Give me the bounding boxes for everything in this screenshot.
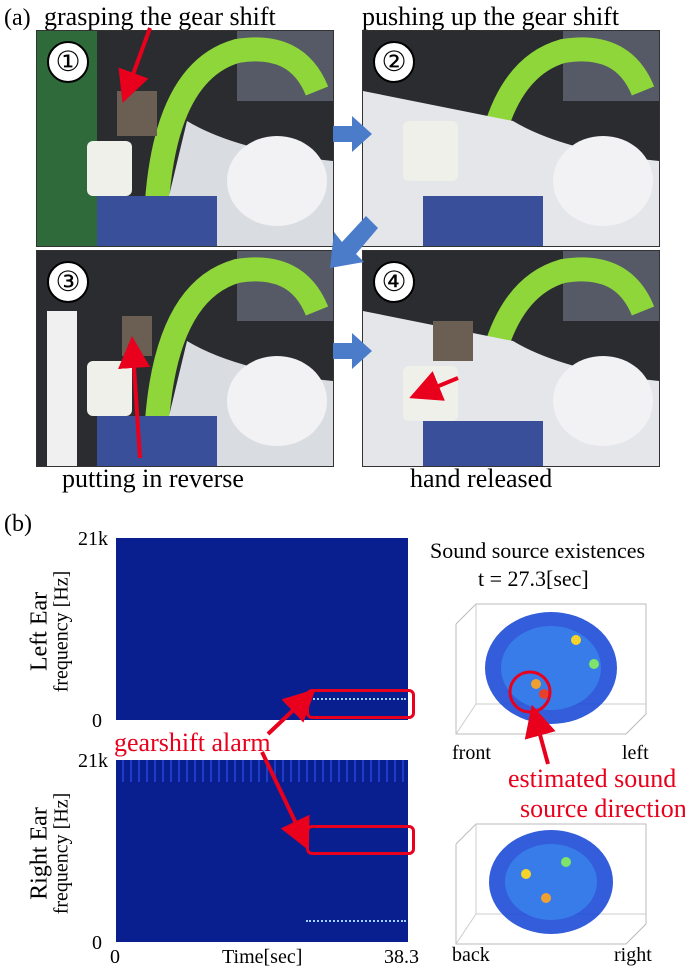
pointer-arrow-step-4	[409, 371, 459, 401]
photo-step-3: ③	[36, 250, 334, 467]
right-ear-spectrogram	[116, 760, 408, 942]
panel-a-arrows	[118, 27, 459, 459]
alarm-trace	[306, 920, 406, 922]
step-number-badge: ②	[373, 41, 415, 83]
sphere-bottom-label-left: back	[452, 944, 490, 966]
step-number-badge: ①	[47, 41, 89, 83]
panel-b-label: (b)	[4, 511, 32, 537]
robot-driving-photo	[363, 31, 659, 246]
estimate-label-line1: estimated sound	[508, 764, 677, 793]
caption-step-2: pushing up the gear shift	[362, 2, 620, 31]
step-number-badge: ④	[373, 261, 415, 303]
caption-step-1: grasping the gear shift	[44, 2, 276, 31]
left-ear-y-bottom: 0	[92, 710, 102, 732]
panel-b-arrows	[260, 689, 556, 851]
sphere-bottom-label-right: right	[614, 944, 652, 966]
alarm-arrow-right-ear	[260, 751, 310, 851]
photo-step-2: ②	[362, 30, 660, 247]
sound-source-sphere-top	[455, 603, 647, 735]
pointer-arrow-step-1	[118, 27, 152, 104]
flow-arrow-diagonal	[330, 216, 378, 268]
time-axis-end: 38.3	[384, 946, 419, 968]
alarm-arrow-left-ear	[266, 689, 316, 736]
time-axis-start: 0	[110, 946, 120, 968]
right-ear-y-top: 21k	[78, 750, 108, 772]
estimate-label-line2: source direction	[520, 794, 685, 823]
flow-arrow-right-2	[333, 333, 372, 369]
existence-title: Sound source existences	[430, 538, 646, 563]
direction-arrow	[524, 704, 556, 765]
flow-arrow-right-1	[333, 116, 372, 152]
step-number-badge: ③	[47, 261, 89, 303]
time-readout: t = 27.3[sec]	[478, 566, 589, 591]
pointer-arrow-step-3	[118, 336, 151, 459]
right-ear-y-bottom: 0	[92, 932, 102, 954]
sound-source-sphere-bottom	[455, 823, 647, 945]
left-ear-y-top: 21k	[78, 528, 108, 550]
alarm-trace	[306, 698, 406, 700]
gearshift-alarm-label: gearshift alarm	[114, 728, 271, 757]
sphere-top-label-left: front	[452, 742, 491, 764]
photo-step-1: ①	[36, 30, 334, 247]
sphere-top-label-right: left	[622, 742, 649, 764]
caption-step-3: putting in reverse	[62, 464, 244, 493]
spectrogram-noise-band	[116, 760, 408, 782]
caption-step-4: hand released	[410, 464, 553, 493]
panel-a-label: (a)	[4, 5, 31, 31]
time-axis-label: Time[sec]	[222, 946, 303, 968]
